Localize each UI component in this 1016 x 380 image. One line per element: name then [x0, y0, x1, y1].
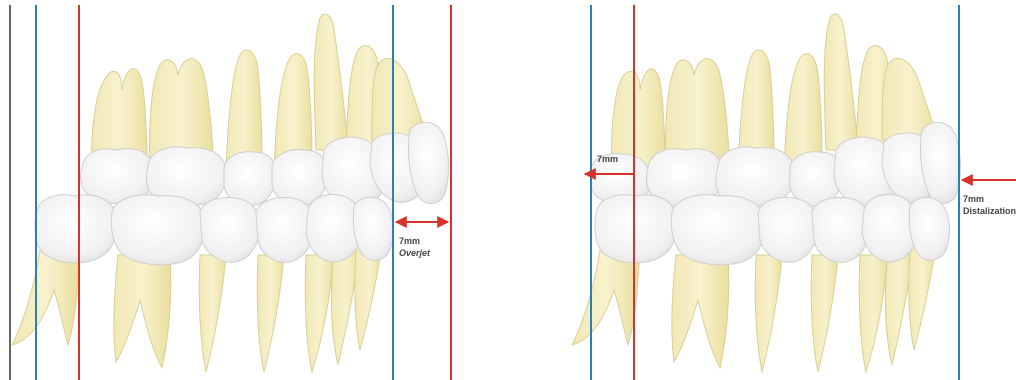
lower-molar-crown-1 — [595, 195, 677, 263]
overjet-caption-label: Overjet — [399, 248, 431, 258]
lower-teeth — [572, 195, 949, 372]
lower-canine-root — [305, 255, 334, 372]
lower-molar-crown-2 — [671, 195, 765, 265]
lower-premolar-root-2 — [257, 255, 284, 372]
lower-incisor-root-2 — [355, 245, 382, 350]
lower-premolar-crown-2 — [256, 198, 314, 263]
lower-premolar-root-2 — [811, 255, 838, 372]
lower-premolar-crown-1 — [200, 198, 260, 263]
lower-molar-root-1 — [12, 250, 80, 345]
overjet-panel: 7mm Overjet — [10, 5, 451, 380]
distalization-caption-label: Distalization — [963, 206, 1016, 216]
distalization-panel: 7mm 7mm Distalization — [572, 5, 1016, 380]
lower-molar-root-2 — [672, 255, 729, 368]
lower-premolar-crown-1 — [758, 198, 818, 263]
distalization-front-measurement-label: 7mm — [963, 194, 984, 204]
lower-teeth — [12, 195, 393, 372]
distalization-back-measurement-label: 7mm — [597, 154, 618, 164]
lower-premolar-root-1 — [755, 255, 782, 372]
overjet-measurement-label: 7mm — [399, 236, 420, 246]
lower-molar-root-2 — [114, 255, 171, 368]
upper-canine-root — [314, 14, 348, 150]
upper-teeth — [590, 14, 961, 207]
lower-premolar-root-1 — [199, 255, 226, 372]
lower-molar-root-1 — [572, 250, 640, 345]
lower-molar-crown-2 — [111, 195, 205, 265]
lower-molar-crown-1 — [35, 195, 117, 263]
lower-premolar-crown-2 — [812, 198, 870, 263]
upper-canine-root — [824, 14, 858, 150]
lower-canine-root — [859, 255, 888, 372]
